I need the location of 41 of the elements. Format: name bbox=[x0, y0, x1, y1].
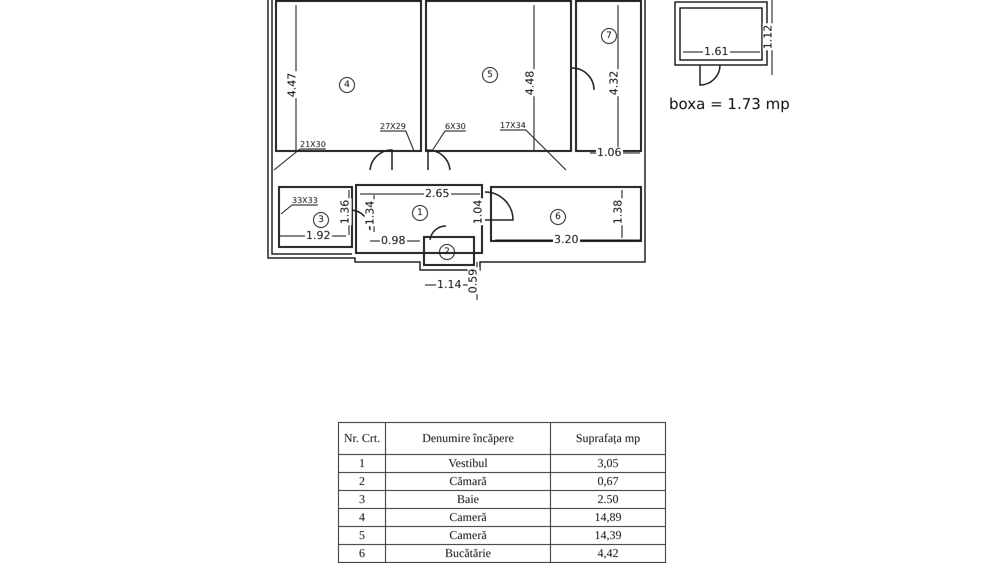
table-header-cell: Nr. Crt. bbox=[338, 422, 386, 455]
dimension-label: 4.32 bbox=[608, 70, 621, 96]
column-size-label: 33X33 bbox=[292, 196, 318, 205]
dimension-label: 0.98 bbox=[380, 235, 406, 247]
dimension-label: 1.92 bbox=[305, 230, 332, 242]
area-note: boxa = 1.73 mp bbox=[668, 96, 791, 113]
room-outline bbox=[275, 0, 422, 152]
column-size-label: 6X30 bbox=[445, 122, 466, 131]
dimension-label: 3.20 bbox=[553, 234, 580, 246]
dimension-label: 2.65 bbox=[424, 188, 450, 200]
dimension-label: 4.48 bbox=[524, 70, 537, 96]
leader-line bbox=[274, 148, 326, 170]
room-number: 2 bbox=[439, 244, 455, 260]
dimension-label: 1.14 bbox=[436, 279, 462, 291]
room-number: 5 bbox=[482, 67, 498, 83]
leader-line bbox=[500, 130, 566, 170]
leader-line bbox=[280, 204, 318, 214]
table-header-cell: Suprafața mp bbox=[550, 422, 666, 455]
dimension-label: 1.38 bbox=[612, 198, 625, 226]
room-number: 3 bbox=[313, 212, 329, 228]
dimension-label: 0.59 bbox=[468, 268, 480, 294]
leader-line bbox=[380, 130, 414, 152]
table-cell: 4,42 bbox=[550, 544, 666, 563]
dimension-label: 1.12 bbox=[762, 24, 775, 50]
room-outline bbox=[423, 236, 475, 266]
room-number: 7 bbox=[601, 28, 617, 44]
column-size-label: 17X34 bbox=[500, 121, 526, 130]
dimension-label: 1.61 bbox=[703, 46, 730, 58]
table-cell: 6 bbox=[338, 544, 386, 563]
room-outline bbox=[425, 0, 572, 152]
room-number: 1 bbox=[412, 205, 428, 221]
column-size-label: 27X29 bbox=[380, 122, 406, 131]
column-size-label: 21X30 bbox=[300, 140, 326, 149]
dimension-label: 1.36 bbox=[340, 198, 352, 226]
dimension-label: 1.06 bbox=[596, 147, 622, 159]
dimension-label: 1.04 bbox=[472, 198, 485, 226]
room-number: 4 bbox=[339, 77, 355, 93]
dimension-label: 4.47 bbox=[286, 72, 299, 98]
room-number: 6 bbox=[550, 209, 566, 225]
leader-line bbox=[432, 130, 466, 152]
dimension-label: 1.34 bbox=[364, 200, 377, 226]
